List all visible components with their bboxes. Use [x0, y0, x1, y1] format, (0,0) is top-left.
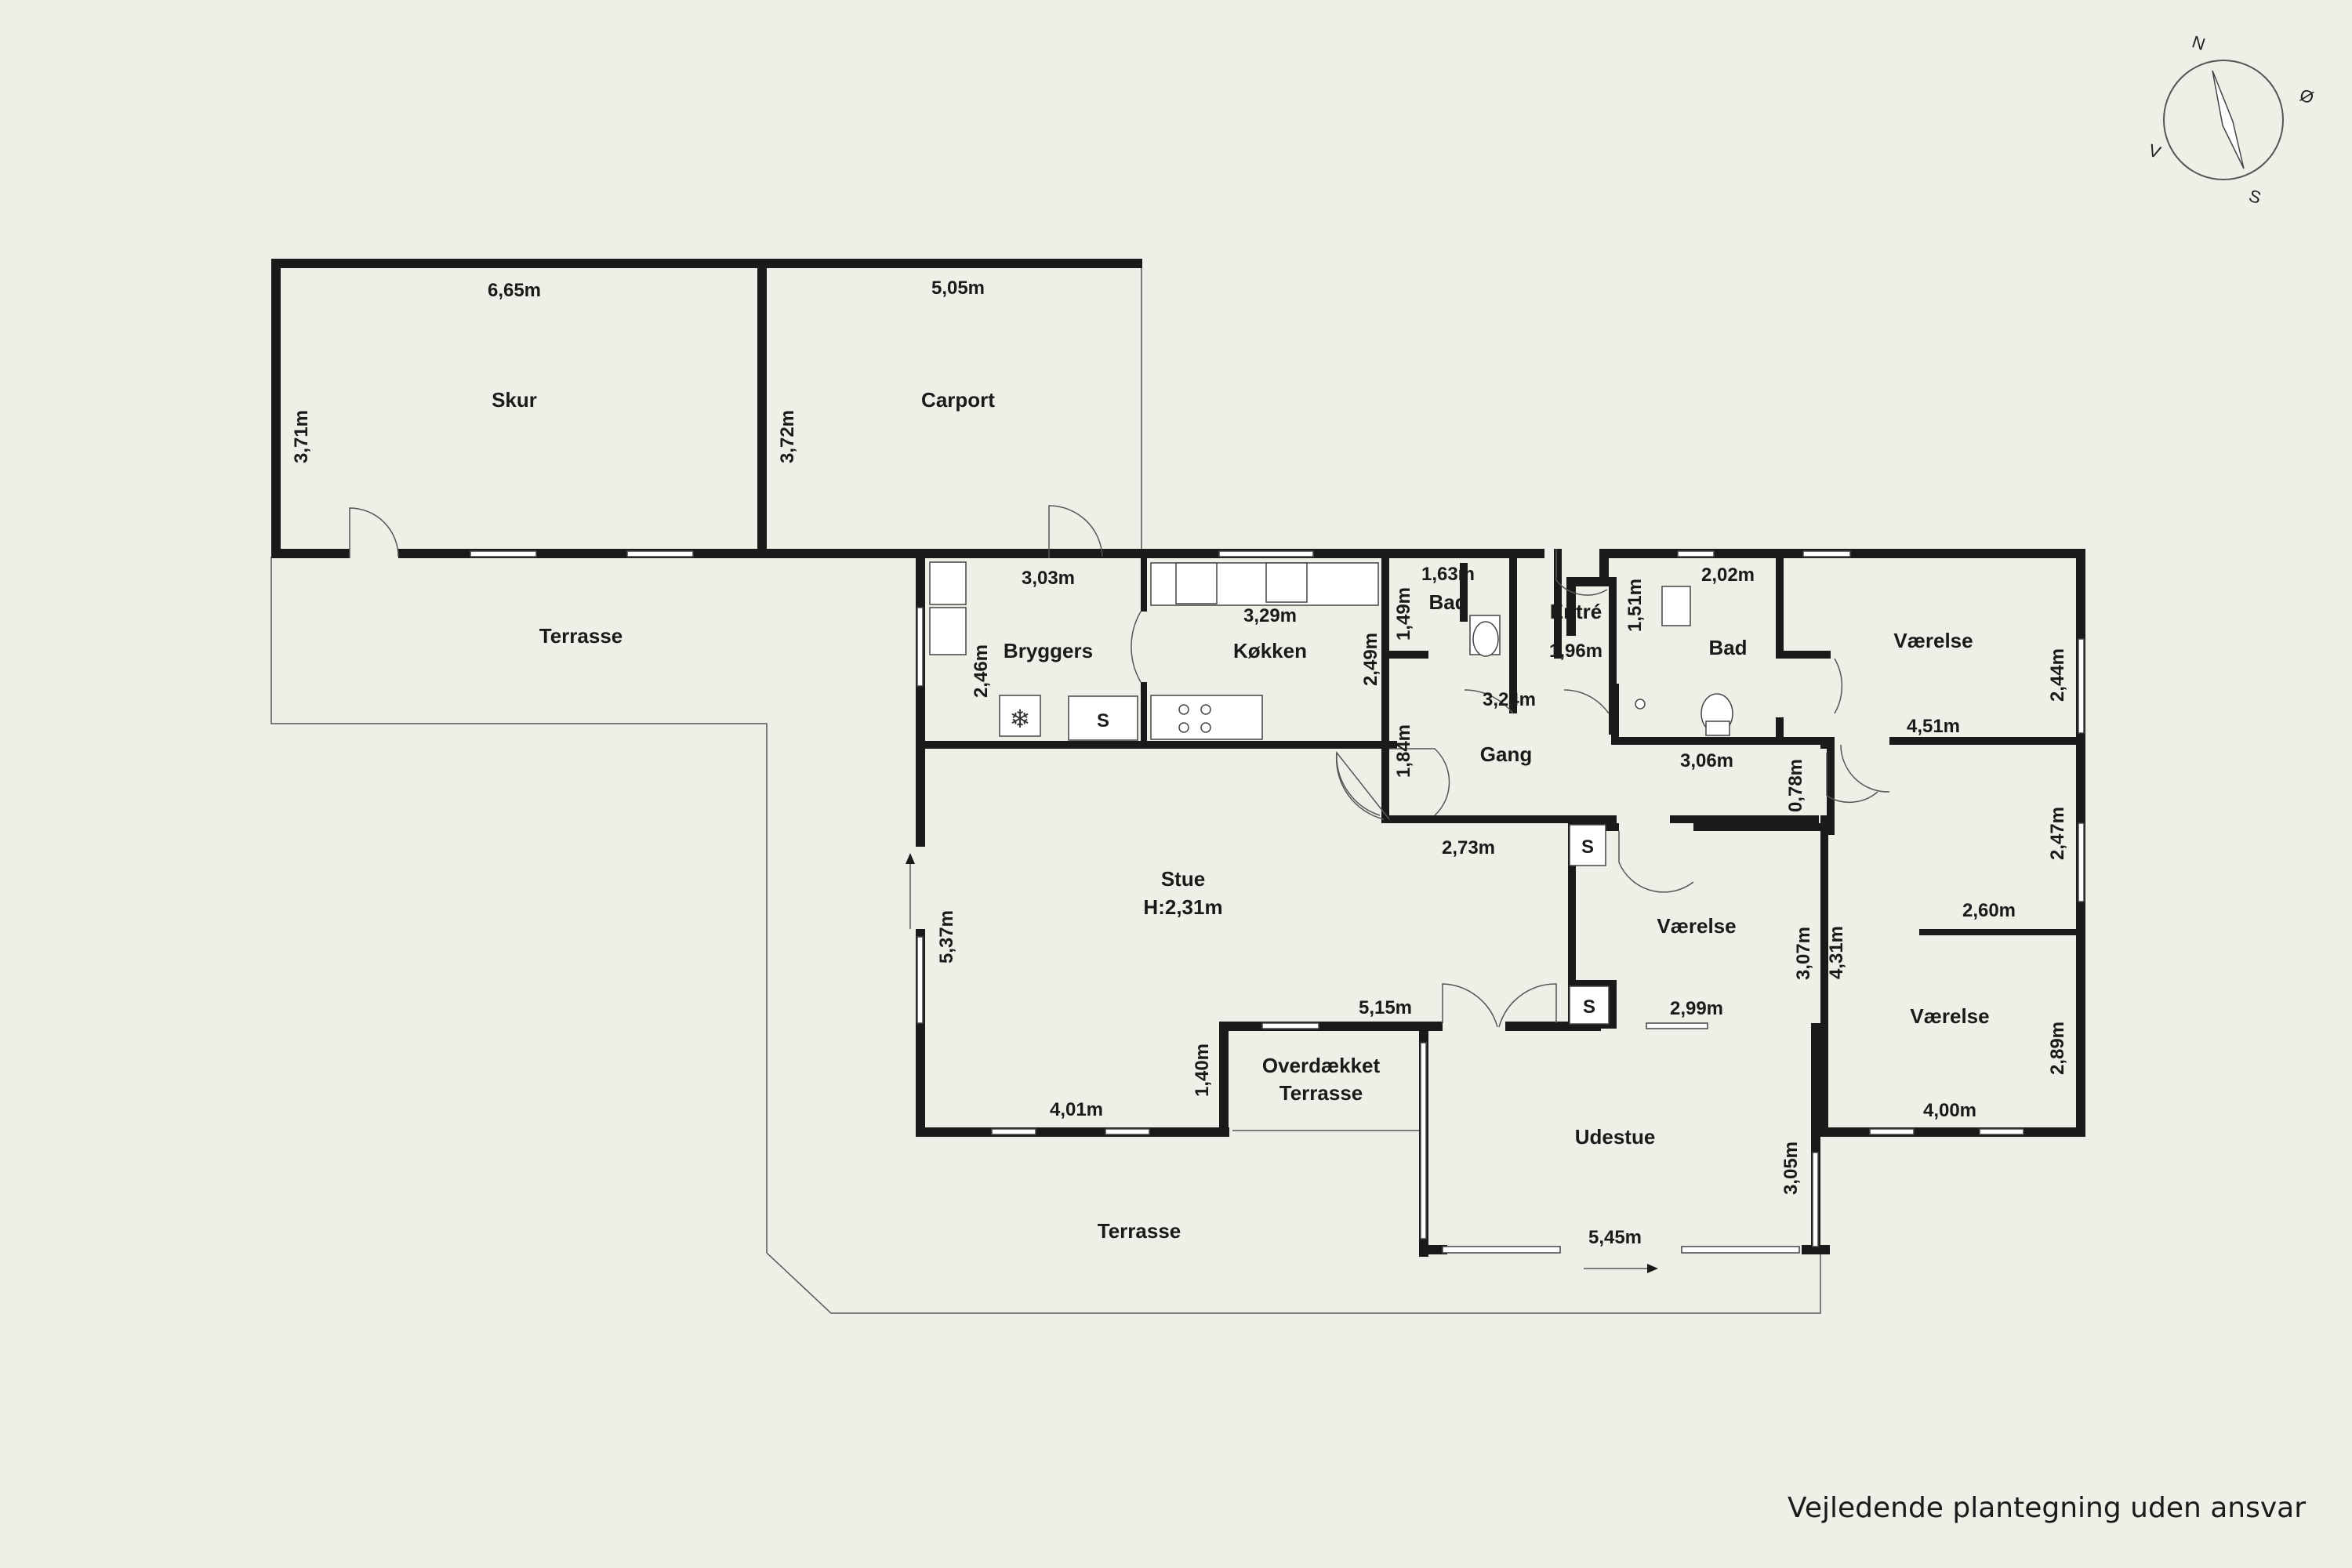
dim-vaerelse-ne-h: 2,44m [2047, 648, 2068, 702]
room-kokken: Køkken [1233, 639, 1307, 662]
dim-bryggers-h: 2,46m [971, 644, 992, 698]
dim-carport-w: 5,05m [931, 278, 985, 299]
dim-vaerelse-ne-w: 4,51m [1907, 716, 1960, 737]
dim-bad-large-w2: 3,06m [1680, 750, 1733, 771]
dim-kokken-w: 3,29m [1243, 605, 1297, 626]
dim-skur-h: 3,71m [291, 410, 312, 463]
dim-stue-w2: 4,01m [1050, 1099, 1103, 1120]
compass-w: V [2146, 140, 2163, 162]
room-carport: Carport [921, 388, 995, 412]
dim-passage-h: 0,78m [1785, 759, 1806, 812]
compass-s: S [2246, 186, 2263, 208]
dim-carport-h: 3,72m [777, 410, 798, 463]
compass: N Ø S V [2146, 32, 2316, 209]
room-bad-small: Bad [1428, 590, 1467, 614]
dim-udestue-h: 3,05m [1780, 1142, 1802, 1195]
dim-entre-w: 1,96m [1549, 641, 1602, 662]
room-labels: Skur Carport Terrasse Bryggers Køkken Ba… [492, 388, 1990, 1243]
terrace-outlines [270, 263, 1821, 1314]
room-terrasse-west: Terrasse [539, 624, 623, 648]
dim-stue-step: 1,40m [1192, 1044, 1213, 1097]
dim-bad-small-h: 1,49m [1393, 587, 1414, 641]
fixtures: ❄ [929, 561, 1733, 740]
room-udestue: Udestue [1575, 1125, 1656, 1149]
room-vaerelse-mid: Værelse [1657, 914, 1736, 938]
room-stue: Stue [1161, 867, 1205, 891]
dimension-labels: 6,65m 3,71m 5,05m 3,72m 3,03m 2,46m 3,29… [291, 278, 2068, 1248]
disclaimer-text: Vejledende plantegning uden ansvar [1788, 1492, 2307, 1524]
dim-vaerelse-se-h2: 2,89m [2047, 1022, 2068, 1075]
dim-hall-e-h: 2,47m [2047, 807, 2068, 860]
s-gang: S [1581, 837, 1594, 858]
dim-gang-w2: 2,73m [1442, 837, 1495, 858]
room-vaerelse-ne: Værelse [1893, 629, 1973, 652]
walls [271, 259, 2085, 1257]
room-skur: Skur [492, 388, 537, 412]
svg-text:❄: ❄ [1010, 705, 1031, 733]
compass-n: N [2190, 32, 2208, 55]
s-kitchen: S [1097, 710, 1109, 731]
room-gang: Gang [1480, 742, 1532, 766]
dim-gang-w: 3,24m [1483, 689, 1536, 710]
dim-entre-h: 1,51m [1624, 579, 1646, 632]
room-entre: Entré [1550, 600, 1602, 623]
room-bad-large: Bad [1708, 636, 1747, 659]
dim-hall-e-w: 2,60m [1962, 900, 2016, 921]
dim-stue-h: 5,37m [936, 910, 957, 964]
dim-vaerelse-se-w: 4,00m [1923, 1100, 1976, 1121]
room-overdaekket-2: Terrasse [1279, 1081, 1363, 1105]
room-stue-height: H:2,31m [1143, 895, 1222, 919]
dim-bad-large-w: 2,02m [1701, 564, 1755, 586]
room-terrasse-south: Terrasse [1098, 1219, 1181, 1243]
windows [470, 550, 2085, 1254]
dim-bad-small-w: 1,63m [1421, 564, 1475, 585]
doors [349, 505, 1890, 1028]
room-vaerelse-se: Værelse [1910, 1004, 1989, 1028]
dim-bryggers-w: 3,03m [1022, 568, 1075, 589]
room-overdaekket-1: Overdækket [1262, 1054, 1381, 1077]
dim-stue-w: 5,15m [1359, 997, 1412, 1018]
dim-skur-w: 6,65m [488, 280, 541, 301]
room-bryggers: Bryggers [1004, 639, 1093, 662]
dim-gang-h: 1,84m [1393, 724, 1414, 778]
dim-vaerelse-mid-w: 2,99m [1670, 998, 1723, 1019]
arrows [906, 853, 1658, 1273]
compass-e: Ø [2297, 85, 2316, 107]
dim-udestue-w: 5,45m [1588, 1227, 1642, 1248]
s-vaerelse: S [1583, 996, 1595, 1018]
dim-vaerelse-se-h: 4,31m [1826, 926, 1847, 979]
service-boxes: S S S [1068, 695, 1610, 1025]
dim-vaerelse-mid-h: 3,07m [1793, 927, 1814, 980]
dim-kokken-h: 2,49m [1360, 633, 1381, 686]
